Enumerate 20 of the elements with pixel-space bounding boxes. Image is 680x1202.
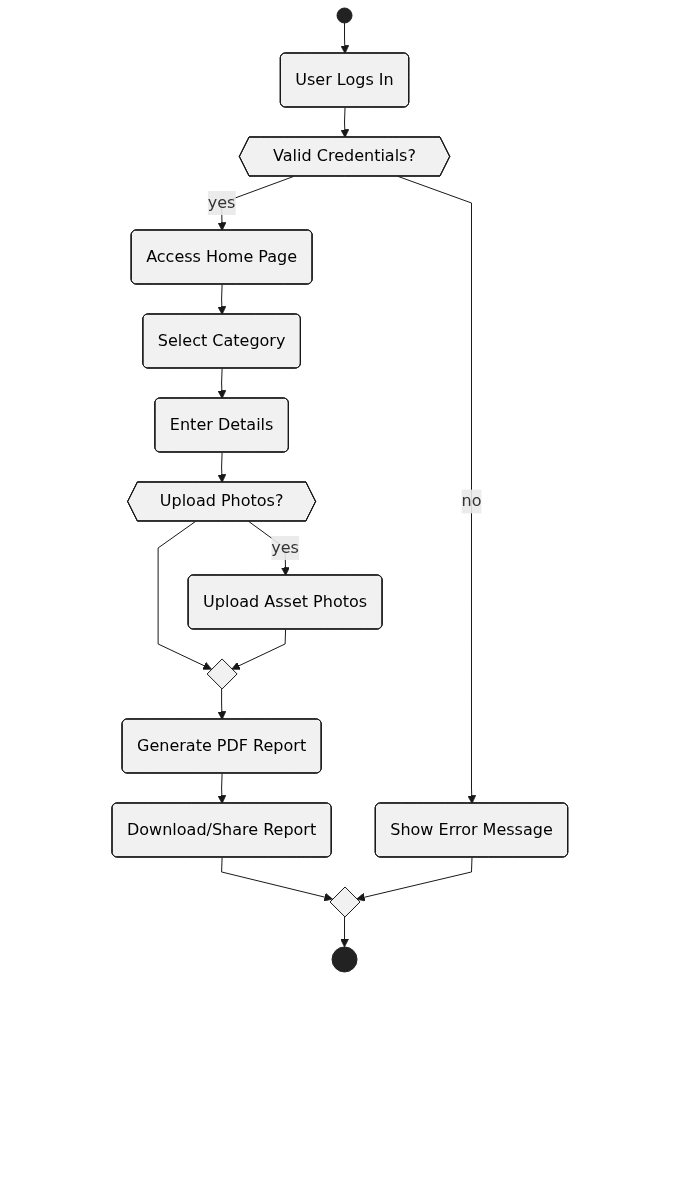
node-diamond — [206, 658, 238, 690]
arrow — [356, 856, 473, 902]
arrow — [340, 107, 350, 138]
arrow — [217, 368, 227, 399]
arrow — [217, 284, 227, 315]
node-diamond — [329, 886, 361, 918]
arrow — [397, 176, 477, 804]
arrow — [157, 521, 212, 670]
node-circle — [336, 7, 353, 24]
arrow — [217, 688, 227, 720]
arrow — [217, 773, 227, 804]
arrow — [217, 452, 227, 483]
edge-label: yes — [207, 192, 236, 212]
node-circle — [331, 946, 358, 973]
edge-label: no — [461, 491, 482, 511]
arrow — [231, 629, 287, 670]
arrow — [340, 916, 350, 948]
arrow — [340, 22, 350, 54]
edge-label: yes — [271, 537, 300, 557]
arrow — [221, 856, 333, 902]
